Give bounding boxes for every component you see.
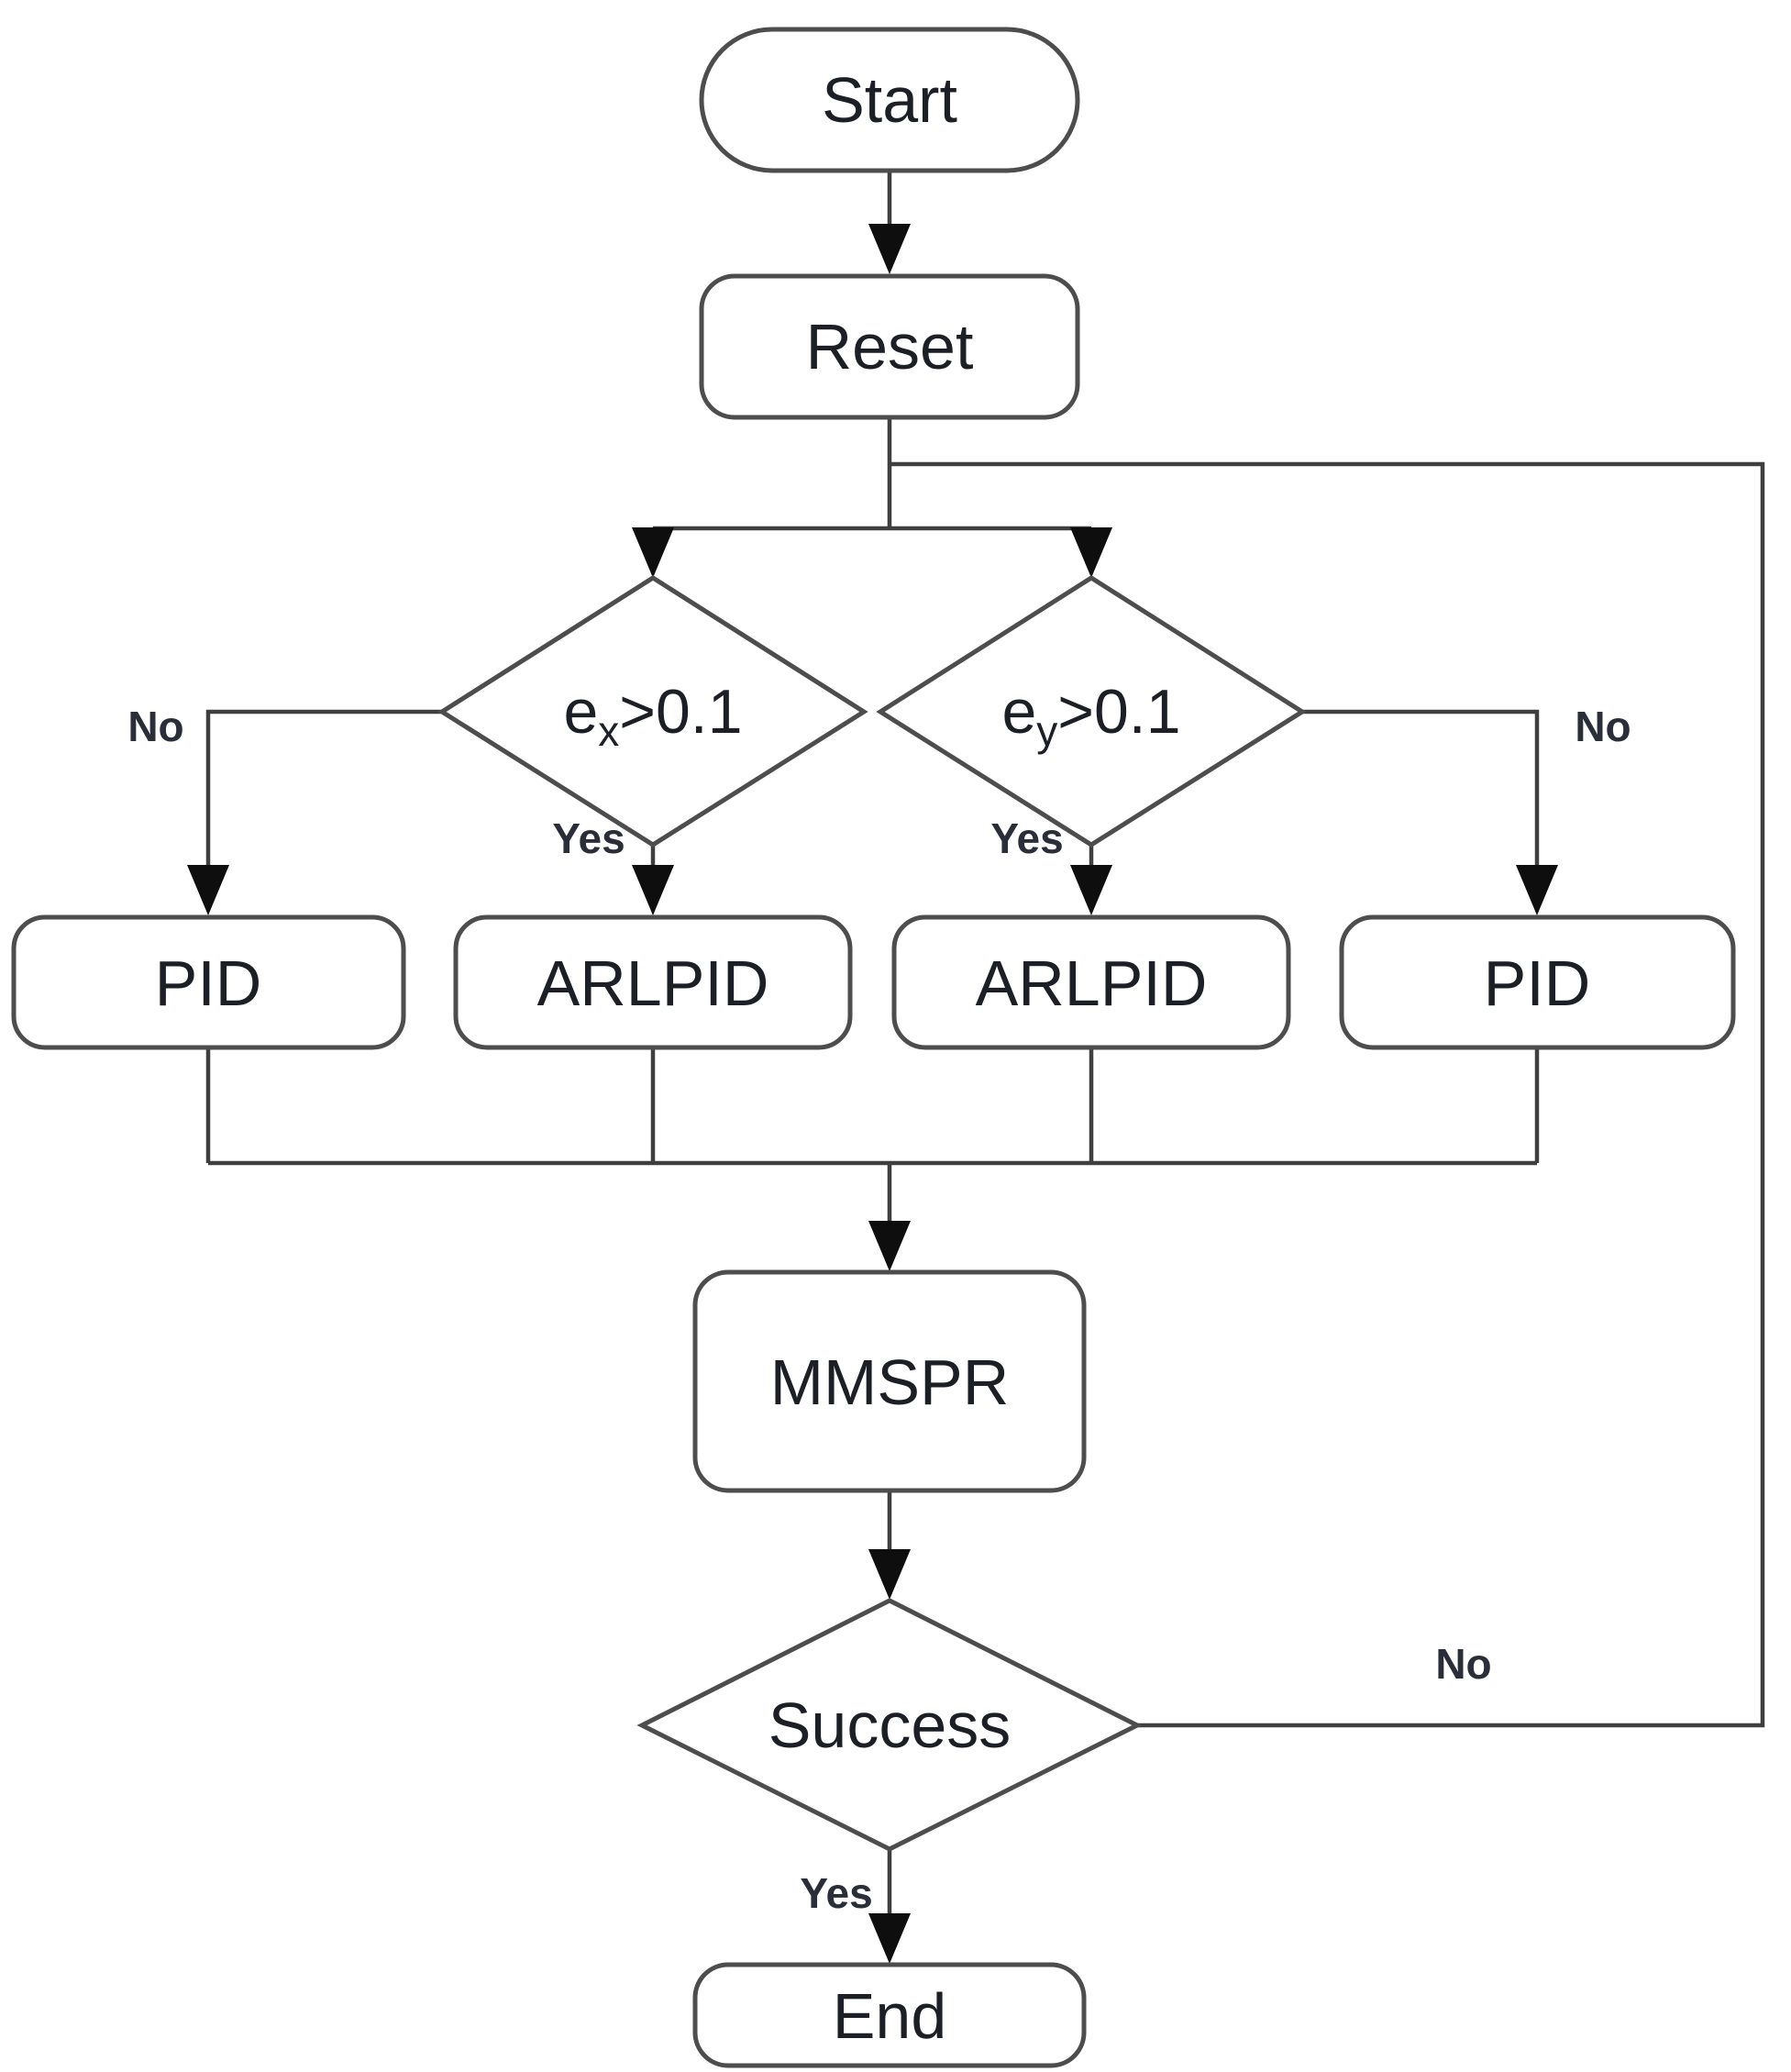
arrowhead-into-success	[868, 1549, 911, 1600]
decision-ex-base: e	[563, 677, 598, 747]
ex-no-label: No	[127, 703, 183, 750]
arrowhead-into-arlpid-right	[1070, 865, 1112, 915]
end-node	[692, 1962, 1087, 2068]
arlpid-right-node	[891, 914, 1291, 1050]
success-label: Success	[768, 1690, 1012, 1761]
arrowhead-into-decision-ey	[1070, 527, 1112, 578]
arrowhead-into-pid-right	[1516, 865, 1558, 915]
decision-ey-base: e	[1001, 677, 1036, 747]
start-label: Start	[822, 64, 957, 136]
pid-left-label: PID	[155, 947, 262, 1019]
decision-ey-rest: >0.1	[1057, 677, 1180, 747]
decision-ex-subscript: x	[598, 707, 619, 755]
arrowhead-into-mmspr	[868, 1221, 911, 1271]
success-node	[636, 1598, 1143, 1852]
start-node	[699, 27, 1080, 173]
decision-ex-label: ex>0.1	[563, 677, 742, 755]
arrowhead-into-decision-ex	[632, 527, 674, 578]
decision-ex-rest: >0.1	[619, 677, 742, 747]
reset-node	[699, 273, 1080, 420]
arrowhead-into-end	[868, 1913, 911, 1964]
arlpid-left-label: ARLPID	[537, 947, 769, 1019]
arrowhead-into-pid-left	[187, 865, 229, 915]
arlpid-right-label: ARLPID	[976, 947, 1208, 1019]
edge-ey-no-to-pid-right	[1300, 709, 1540, 865]
decision-ey-label: ey>0.1	[1001, 677, 1180, 755]
success-yes-label: Yes	[800, 1869, 872, 1917]
pid-right-node	[1339, 914, 1736, 1050]
decision-ey-node	[876, 575, 1307, 848]
ey-no-label: No	[1575, 703, 1631, 750]
mmspr-node	[692, 1269, 1087, 1493]
edge-ex-no-to-pid-left	[205, 709, 442, 865]
decision-ey-subscript: y	[1036, 707, 1057, 755]
ey-yes-label: Yes	[990, 814, 1063, 862]
arlpid-left-node	[453, 914, 853, 1050]
pid-right-label: PID	[1484, 947, 1591, 1019]
arrowhead-into-arlpid-left	[632, 865, 674, 915]
mmspr-label: MMSPR	[770, 1346, 1010, 1418]
edge-success-no-feedback-loop	[891, 461, 1765, 1728]
reset-label: Reset	[806, 311, 974, 382]
pid-left-node	[11, 914, 406, 1050]
decision-ex-node	[437, 575, 868, 848]
ex-yes-label: Yes	[552, 814, 625, 862]
arrowhead-into-reset	[868, 224, 911, 274]
end-label: End	[833, 1980, 947, 2052]
edge-converge-to-mmspr	[205, 1047, 1540, 1222]
success-no-label: No	[1435, 1640, 1491, 1688]
